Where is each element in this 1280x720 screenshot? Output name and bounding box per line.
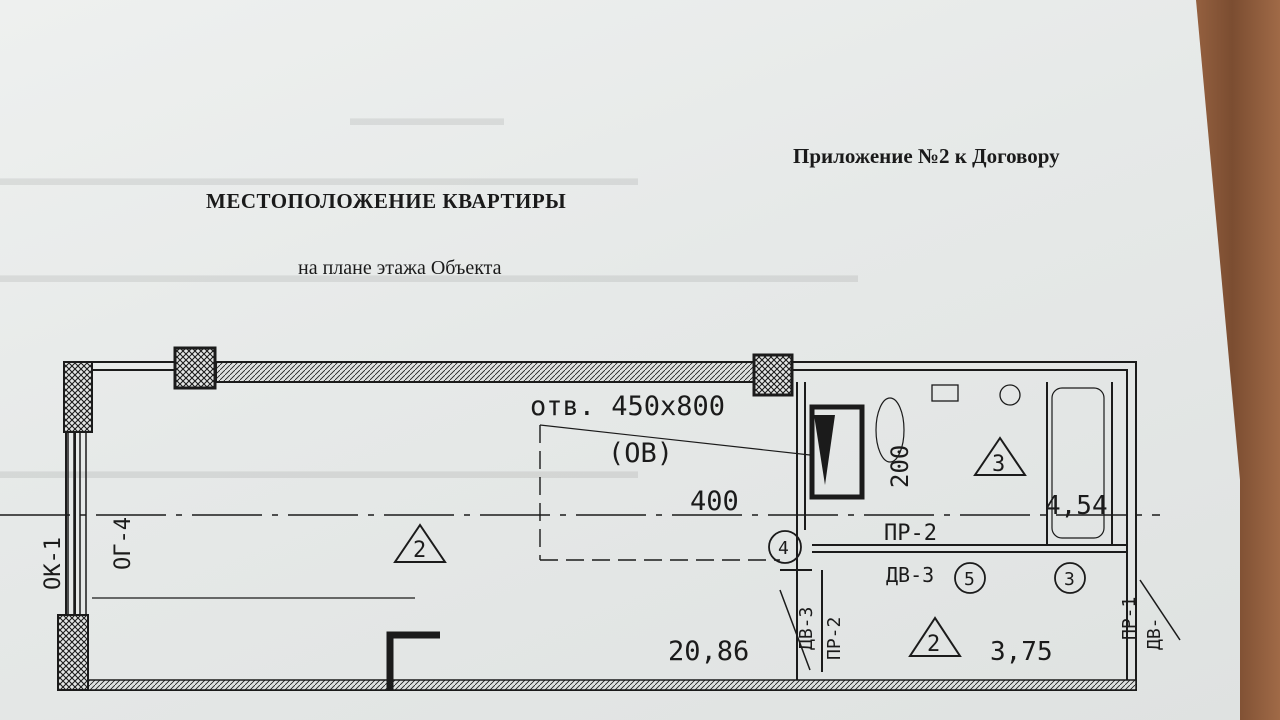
room-bath-area: 4,54 [1045,491,1108,521]
toilet [875,397,905,463]
sink-basin [999,384,1021,406]
annex-label: Приложение №2 к Договору [793,144,1060,168]
document-sheet: ▬▬▬▬▬▬▬ ▬▬▬▬▬▬▬▬▬▬▬▬▬▬▬▬▬▬▬▬▬▬▬▬▬▬▬▬▬ ▬▬… [0,0,1240,720]
door-swing [779,589,811,671]
floor-plan: отв. 450х800 (ОВ) 400 200 ОК-1 ОГ-4 2 20… [0,346,1181,691]
room-main-area: 20,86 [668,636,749,667]
vent-shaft [809,404,865,500]
room-marker-triangle [908,616,962,657]
vent-marker [814,415,835,485]
top-wall [215,361,757,383]
marker-circle-label: 4 [778,538,789,559]
document-title: МЕСТОПОЛОЖЕНИЕ КВАРТИРЫ [206,189,567,213]
partitions [780,382,1127,680]
wall-segment [63,361,93,433]
marker-circle [1054,562,1086,594]
corner-marker [386,631,440,690]
bleed-through: ▬▬▬▬▬▬▬▬▬▬▬▬▬▬▬▬▬▬▬▬▬▬▬▬▬▬▬▬▬ [0,458,638,483]
opening-label: отв. 450х800 [530,391,725,422]
sink [931,384,959,402]
partition-label: ПР-2 [884,521,937,546]
room-hall-area: 3,75 [990,637,1053,667]
bottom-wall [75,679,1137,691]
marker-circle-label: 3 [1064,569,1075,590]
dimension-400: 400 [690,486,739,517]
leader-line [539,424,811,456]
door-label: ДВ-3 [886,563,934,587]
room-marker-triangle [973,436,1027,476]
marker-circle [768,530,802,564]
door-swing [1139,579,1181,641]
bathtub [1051,387,1105,539]
dashed-outline [539,425,780,561]
opening-note: (ОВ) [608,438,673,469]
door-label: ДВ- [1144,617,1165,650]
bleed-through: ▬▬▬▬▬▬▬▬▬▬▬▬▬▬▬▬▬▬▬▬▬▬▬▬▬▬▬▬▬ [0,165,638,190]
wall-segment [57,614,89,691]
room-marker-triangle [393,523,447,563]
room-hall-marker: 2 [927,632,940,657]
wall-label-ok: ОК-1 [41,537,66,590]
column [752,353,794,397]
dimension-200: 200 [886,445,914,488]
partition-label: ПР-1 [1119,597,1140,640]
room-bath-marker: 3 [992,452,1005,477]
marker-circle [954,562,986,594]
wall-label-og: ОГ-4 [111,517,136,570]
door-label: ДВ-3 [796,607,817,650]
window [67,432,87,615]
bleed-through: ▬▬▬▬▬▬▬ [350,105,504,130]
marker-circle-label: 5 [964,569,975,590]
room-main-marker: 2 [413,538,426,563]
bleed-through: ▬▬▬▬▬▬▬▬▬▬▬▬▬▬▬▬▬▬▬▬▬▬▬▬▬▬▬▬▬▬▬▬▬▬▬▬▬▬▬ [0,262,858,287]
document-subtitle: на плане этажа Объекта [298,257,502,279]
column [173,346,217,390]
partition-label: ПР-2 [824,617,845,660]
